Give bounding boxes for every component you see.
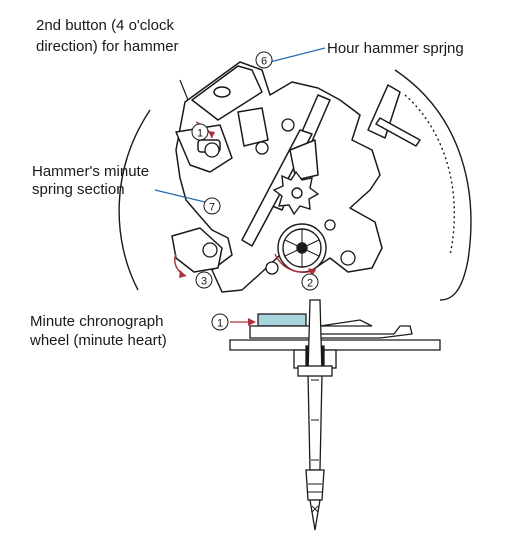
marker-6-text: 6	[261, 56, 267, 68]
marker-3: 3	[195, 271, 213, 289]
label-second-button-line2: direction) for hammer	[36, 38, 179, 55]
label-minute-chrono-line2: wheel (minute heart)	[30, 332, 167, 349]
label-second-button-line1: 2nd button (4 o'clock	[36, 17, 174, 34]
arbor-details	[308, 379, 322, 513]
rotation-arrowheads	[179, 131, 316, 278]
leader-arrowhead	[248, 318, 256, 326]
marker-1-top: 1	[191, 123, 209, 141]
label-minute-chrono-line1: Minute chronograph	[30, 313, 164, 330]
marker-7: 7	[203, 197, 221, 215]
marker-1-bottom: 1	[211, 313, 229, 331]
label-hour-hammer-spring: Hour hammer sprjng	[327, 40, 464, 57]
hammer-plate	[171, 61, 421, 293]
label-hammer-minute-line1: Hammer's minute	[32, 163, 150, 180]
cross-section	[229, 299, 441, 531]
marker-1-bottom-text: 1	[217, 318, 223, 330]
minute-heart-wheel	[277, 223, 327, 273]
marker-7-text: 7	[209, 202, 215, 214]
screw-heads	[202, 118, 356, 275]
marker-2-text: 2	[307, 278, 313, 290]
star-wheel	[272, 170, 320, 216]
marker-3-text: 3	[201, 276, 207, 288]
movement-outline	[118, 69, 472, 301]
marker-2: 2	[301, 273, 319, 291]
label-hammer-minute-line2: spring section	[32, 181, 125, 198]
marker-1-top-text: 1	[197, 128, 203, 140]
marker-6: 6	[255, 51, 273, 69]
